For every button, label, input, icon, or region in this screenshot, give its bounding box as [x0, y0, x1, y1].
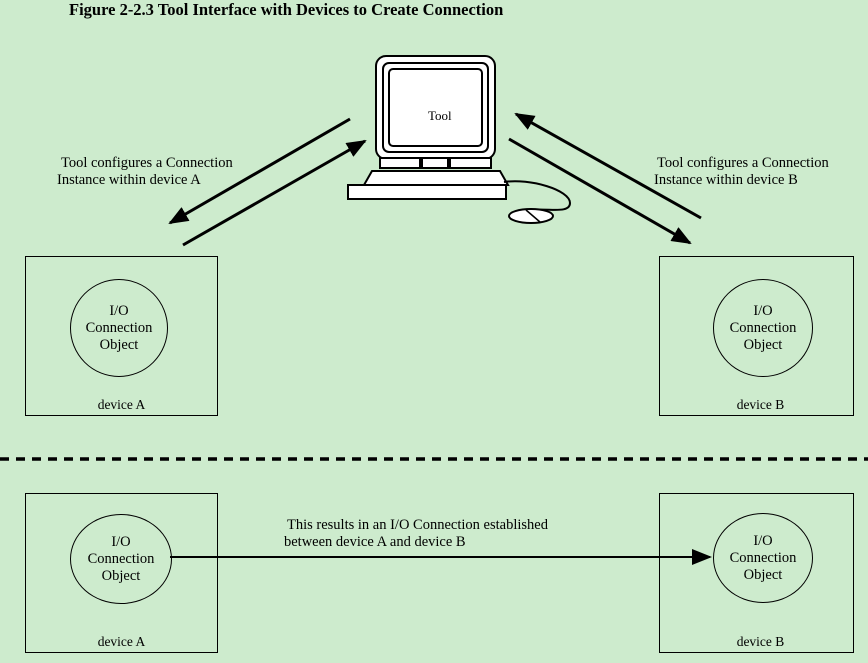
caption-configure-device-a: Tool configures a Connection Instance wi… [57, 155, 233, 189]
mouse-icon [508, 208, 554, 224]
tool-label: Tool [428, 108, 452, 123]
figure-title: Figure 2-2.3 Tool Interface with Devices… [69, 0, 504, 19]
device-label: device B [736, 397, 785, 412]
object-line: Connection [729, 549, 797, 566]
caption-configure-device-b: Tool configures a Connection Instance wi… [654, 155, 829, 189]
arrows-to-device-a [168, 117, 367, 247]
io-connection-object: I/O Connection Object [70, 279, 168, 377]
arrow-device-b-to-tool [514, 112, 702, 220]
mouse-cable [503, 180, 572, 211]
arrow-tool-to-device-b [508, 137, 692, 245]
device-b-box-top: I/O Connection Object device B [659, 256, 854, 416]
arrows-to-device-b [508, 112, 702, 245]
arrow-device-a-to-tool [182, 139, 367, 247]
device-a-box-top: I/O Connection Object device A [25, 256, 218, 416]
object-line: I/O [753, 302, 773, 319]
arrow-tool-to-device-a [168, 117, 351, 225]
caption-line: Instance within device A [57, 172, 201, 188]
caption-line: Instance within device B [654, 172, 798, 188]
monitor-base [379, 157, 492, 169]
object-line: I/O [109, 302, 129, 319]
caption-line: Tool configures a Connection [61, 155, 233, 171]
keyboard-front [347, 184, 507, 200]
object-line: Connection [729, 319, 797, 336]
caption-io-connection-established: This results in an I/O Connection establ… [284, 517, 548, 551]
caption-line: Tool configures a Connection [657, 155, 829, 171]
object-line: Object [743, 336, 783, 353]
keyboard-top [362, 170, 510, 186]
object-line: Object [101, 567, 141, 584]
object-line: Connection [85, 319, 153, 336]
device-a-box-bottom: I/O Connection Object device A [25, 493, 218, 653]
device-b-box-bottom: I/O Connection Object device B [659, 493, 854, 653]
device-label: device B [736, 634, 785, 649]
object-line: I/O [753, 532, 773, 549]
object-line: I/O [111, 533, 131, 550]
object-line: Connection [87, 550, 155, 567]
caption-line: between device A and device B [284, 534, 466, 550]
monitor-inner [382, 62, 489, 153]
io-connection-object: I/O Connection Object [713, 513, 813, 603]
io-connection-object: I/O Connection Object [70, 514, 172, 604]
object-line: Object [99, 336, 139, 353]
caption-line: This results in an I/O Connection establ… [287, 517, 548, 533]
object-line: Object [743, 566, 783, 583]
computer-icon [347, 55, 572, 224]
monitor-screen [388, 68, 483, 147]
io-connection-object: I/O Connection Object [713, 279, 813, 377]
device-label: device A [97, 397, 146, 412]
device-label: device A [97, 634, 146, 649]
